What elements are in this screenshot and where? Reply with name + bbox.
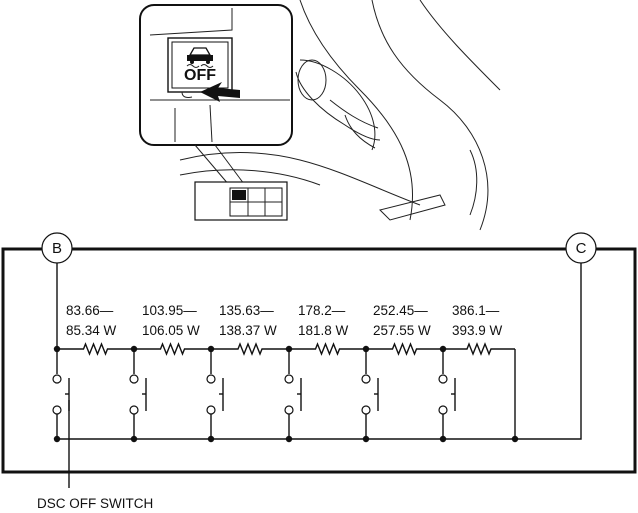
resistor-1-watt: 85.34 W	[66, 323, 117, 338]
dsc-off-switch-label: DSC OFF SWITCH	[37, 496, 153, 511]
dsc-car-icon	[186, 47, 214, 68]
resistor-ladder-circuit	[52, 263, 582, 488]
off-button-text: OFF	[184, 67, 216, 84]
switch-contact-top-6	[438, 374, 448, 384]
junction-top-3	[207, 345, 215, 353]
junction-top-6	[439, 345, 447, 353]
switch-contact-bottom-3	[206, 405, 216, 415]
resistor-5	[366, 342, 443, 356]
resistor-1	[57, 342, 134, 356]
wire-c	[515, 263, 582, 440]
resistor-6-range: 386.1—	[452, 303, 500, 318]
dashboard-illustration	[179, 0, 501, 231]
node-b-label: B	[52, 240, 62, 257]
junction-bottom-5	[362, 435, 370, 443]
resistor-3-watt: 138.37 W	[219, 323, 277, 338]
switch-contact-top-4	[284, 374, 294, 384]
switch-contact-bottom-1	[52, 405, 62, 415]
junction-top-4	[285, 345, 293, 353]
switch-contact-top-3	[206, 374, 216, 384]
switch-contact-bottom-5	[361, 405, 371, 415]
resistor-1-range: 83.66—	[66, 303, 114, 318]
switch-callout: OFF	[139, 4, 293, 193]
junction-top-1	[53, 345, 61, 353]
switch-panel	[194, 181, 288, 221]
switch-contact-top-1	[52, 374, 62, 384]
switch-contact-bottom-6	[438, 405, 448, 415]
switch-contact-bottom-4	[284, 405, 294, 415]
resistor-6-watt: 393.9 W	[452, 323, 503, 338]
resistor-4-range: 178.2—	[298, 303, 346, 318]
junction-end	[511, 435, 519, 443]
junction-bottom-6	[439, 435, 447, 443]
junction-top-5	[362, 345, 370, 353]
junction-bottom-1	[53, 435, 61, 443]
junction-top-2	[130, 345, 138, 353]
resistor-4	[289, 342, 366, 356]
circuit-box	[1, 247, 637, 474]
resistor-3	[211, 342, 289, 356]
resistor-2-watt: 106.05 W	[142, 323, 200, 338]
switch-contact-top-2	[129, 374, 139, 384]
switch-contact-bottom-2	[129, 405, 139, 415]
resistor-6	[443, 342, 515, 356]
junction-bottom-2	[130, 435, 138, 443]
resistor-2-range: 103.95—	[142, 303, 197, 318]
node-c: C	[565, 232, 597, 264]
node-c-label: C	[576, 240, 587, 257]
junction-bottom-3	[207, 435, 215, 443]
resistor-5-range: 252.45—	[373, 303, 428, 318]
resistor-labels: 83.66— 85.34 W 103.95— 106.05 W 135.63— …	[66, 303, 503, 338]
resistor-5-watt: 257.55 W	[373, 323, 431, 338]
node-b: B	[41, 232, 73, 264]
press-arrow-icon	[200, 82, 240, 102]
junction-bottom-4	[285, 435, 293, 443]
resistor-3-range: 135.63—	[219, 303, 274, 318]
resistor-4-watt: 181.8 W	[298, 323, 349, 338]
switch-contact-top-5	[361, 374, 371, 384]
resistor-2	[134, 342, 211, 356]
